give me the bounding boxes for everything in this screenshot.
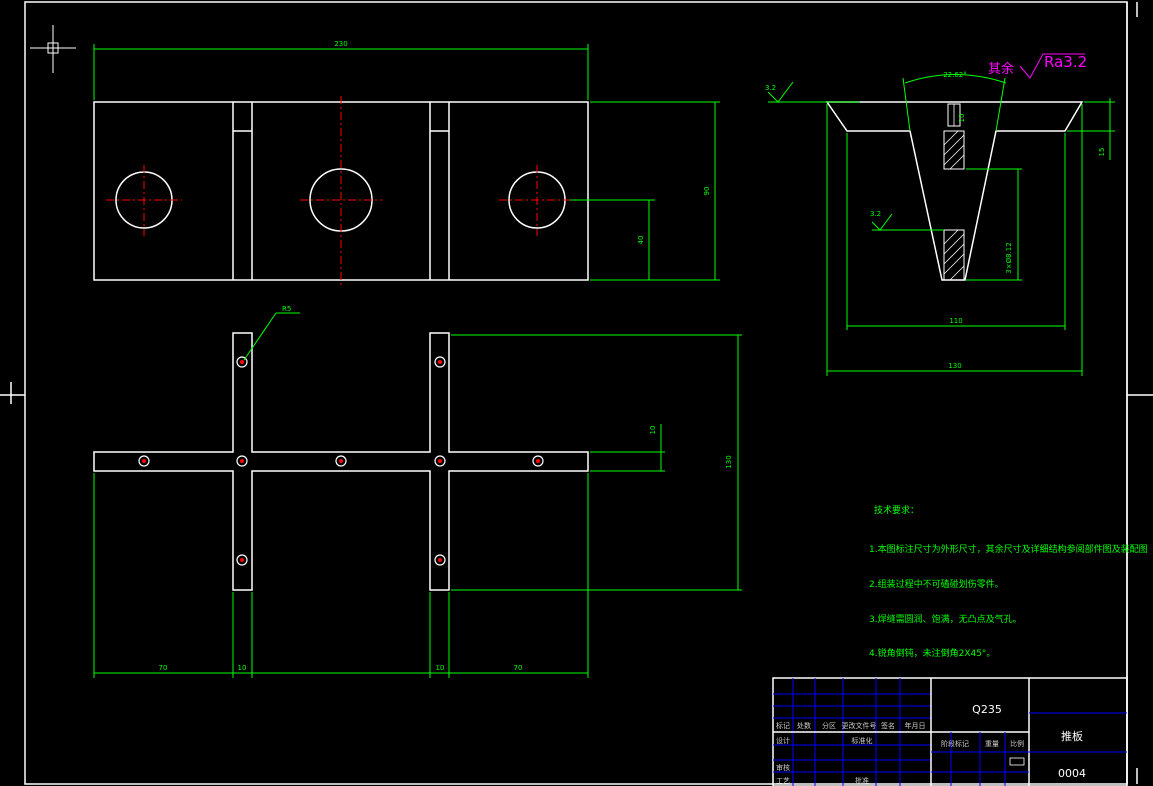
tb-cell-design: 设计 (776, 736, 790, 745)
roughness-symbol-mid: 3.2 (870, 210, 944, 231)
dim-total-length: 230 (334, 40, 347, 48)
weld-hole-markers (138, 356, 544, 566)
cursor-crosshair-icon (30, 25, 76, 73)
tb-cell-weight: 重量 (985, 740, 999, 748)
dim-side-height: 15 (1098, 148, 1106, 157)
top-view: R5 10 130 70 10 10 70 (93, 305, 742, 678)
hatched-section (943, 130, 965, 281)
tb-cell-standard: 标准化 (852, 736, 873, 745)
dim-cross-height: 130 (725, 455, 733, 468)
roughness-symbol-top: 3.2 (765, 81, 860, 103)
general-roughness-note: 其余 Ra3.2 (988, 53, 1087, 79)
tb-material: Q235 (972, 703, 1002, 716)
dim-hole-size: 10 (958, 114, 966, 123)
dim-angle: 22.62° (943, 71, 967, 79)
roughness-prefix: 其余 (988, 61, 1014, 77)
dim-outer-width: 130 (948, 362, 961, 370)
dim-slot: 3×Ø8.12 (1005, 242, 1013, 273)
tb-cell-process: 工艺 (776, 777, 790, 785)
tb-cell-change-doc: 更改文件号 (842, 721, 877, 730)
tb-part-name: 推板 (1061, 729, 1083, 743)
roughness-value-mid: 3.2 (870, 210, 881, 218)
dim-left-span: 70 (159, 664, 168, 672)
tech-note-1: 1.本图标注尺寸为外形尺寸，其余尺寸及详细结构参阅部件图及装配图 (869, 543, 1148, 555)
tb-cell-sign: 签名 (881, 721, 895, 730)
dim-left-bar: 10 (238, 664, 247, 672)
tb-cell-stage: 阶段标记 (941, 739, 969, 748)
tb-cell-review: 审核 (776, 763, 790, 772)
dim-right-span: 70 (514, 664, 523, 672)
technical-requirements: 技术要求： 1.本图标注尺寸为外形尺寸，其余尺寸及详细结构参阅部件图及装配图 2… (869, 504, 1148, 659)
roughness-value: Ra3.2 (1044, 53, 1087, 71)
tech-notes-title: 技术要求： (874, 504, 919, 516)
tb-cell-count: 处数 (797, 721, 811, 730)
tech-note-4: 4.锐角倒钝，未注倒角2X45°。 (869, 647, 995, 659)
dim-inner-width: 110 (949, 317, 962, 325)
tb-cell-zone: 分区 (822, 721, 836, 730)
dim-radius: R5 (282, 305, 291, 313)
dim-hole-center-height: 40 (637, 236, 645, 245)
title-block: 标记 处数 分区 更改文件号 签名 年月日 设计 标准化 阶段标记 重量 比例 … (772, 677, 1128, 786)
tb-cell-scale: 比例 (1010, 739, 1024, 748)
dim-bar-width: 10 (649, 426, 657, 435)
tb-drawing-no: 0004 (1058, 767, 1086, 780)
front-view: 230 90 40 (93, 40, 720, 286)
tech-note-3: 3.焊缝需圆润、饱满，无凸点及气孔。 (869, 613, 1022, 625)
side-view: 22.62° 15 3×Ø8.12 110 130 10 3.2 3.2 (765, 53, 1115, 376)
tb-cell-approve: 批准 (855, 776, 869, 785)
tb-cell-date: 年月日 (905, 721, 926, 730)
roughness-value-top: 3.2 (765, 84, 776, 92)
tech-note-2: 2.组装过程中不可磕碰划伤零件。 (869, 578, 1004, 590)
tb-cell-mark: 标记 (776, 721, 790, 730)
dim-right-bar: 10 (436, 664, 445, 672)
dim-front-height: 90 (703, 187, 711, 196)
